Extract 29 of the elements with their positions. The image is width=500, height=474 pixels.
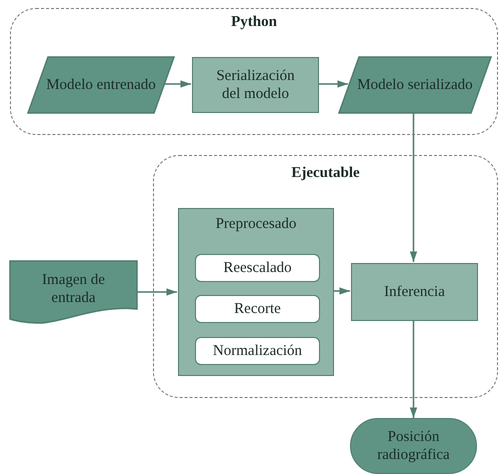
group-title: Ejecutable [290,164,361,182]
group-title: Preprocesado [214,215,298,233]
arrow [333,287,350,295]
box-label: Inferencia [383,283,446,301]
box-label: Reescalado [222,259,293,277]
step-box [195,337,320,365]
arrow [318,80,348,88]
box-label: Serialización del modelo [215,67,296,103]
box-label: Imagen de entrada [41,270,106,307]
arrow [410,112,418,262]
box-label: Posición radiográfica [376,428,451,464]
arrow [163,80,191,88]
dashed-group-boundary [10,8,498,135]
data-parallelogram [339,57,491,113]
box-label: Modelo entrenado [45,76,157,94]
data-parallelogram [28,57,174,113]
process-box [351,263,478,321]
document-shape [10,261,137,323]
box-label: Modelo serializado [356,76,474,94]
box-label: Recorte [233,300,282,318]
dashed-group-boundary [153,155,498,398]
box-label: Normalización [212,342,304,360]
process-container [178,208,334,376]
group-title: Python [230,13,278,31]
step-box [195,254,320,282]
step-box [195,295,320,323]
arrow [137,288,177,296]
process-box [192,57,319,113]
arrow [410,320,418,418]
